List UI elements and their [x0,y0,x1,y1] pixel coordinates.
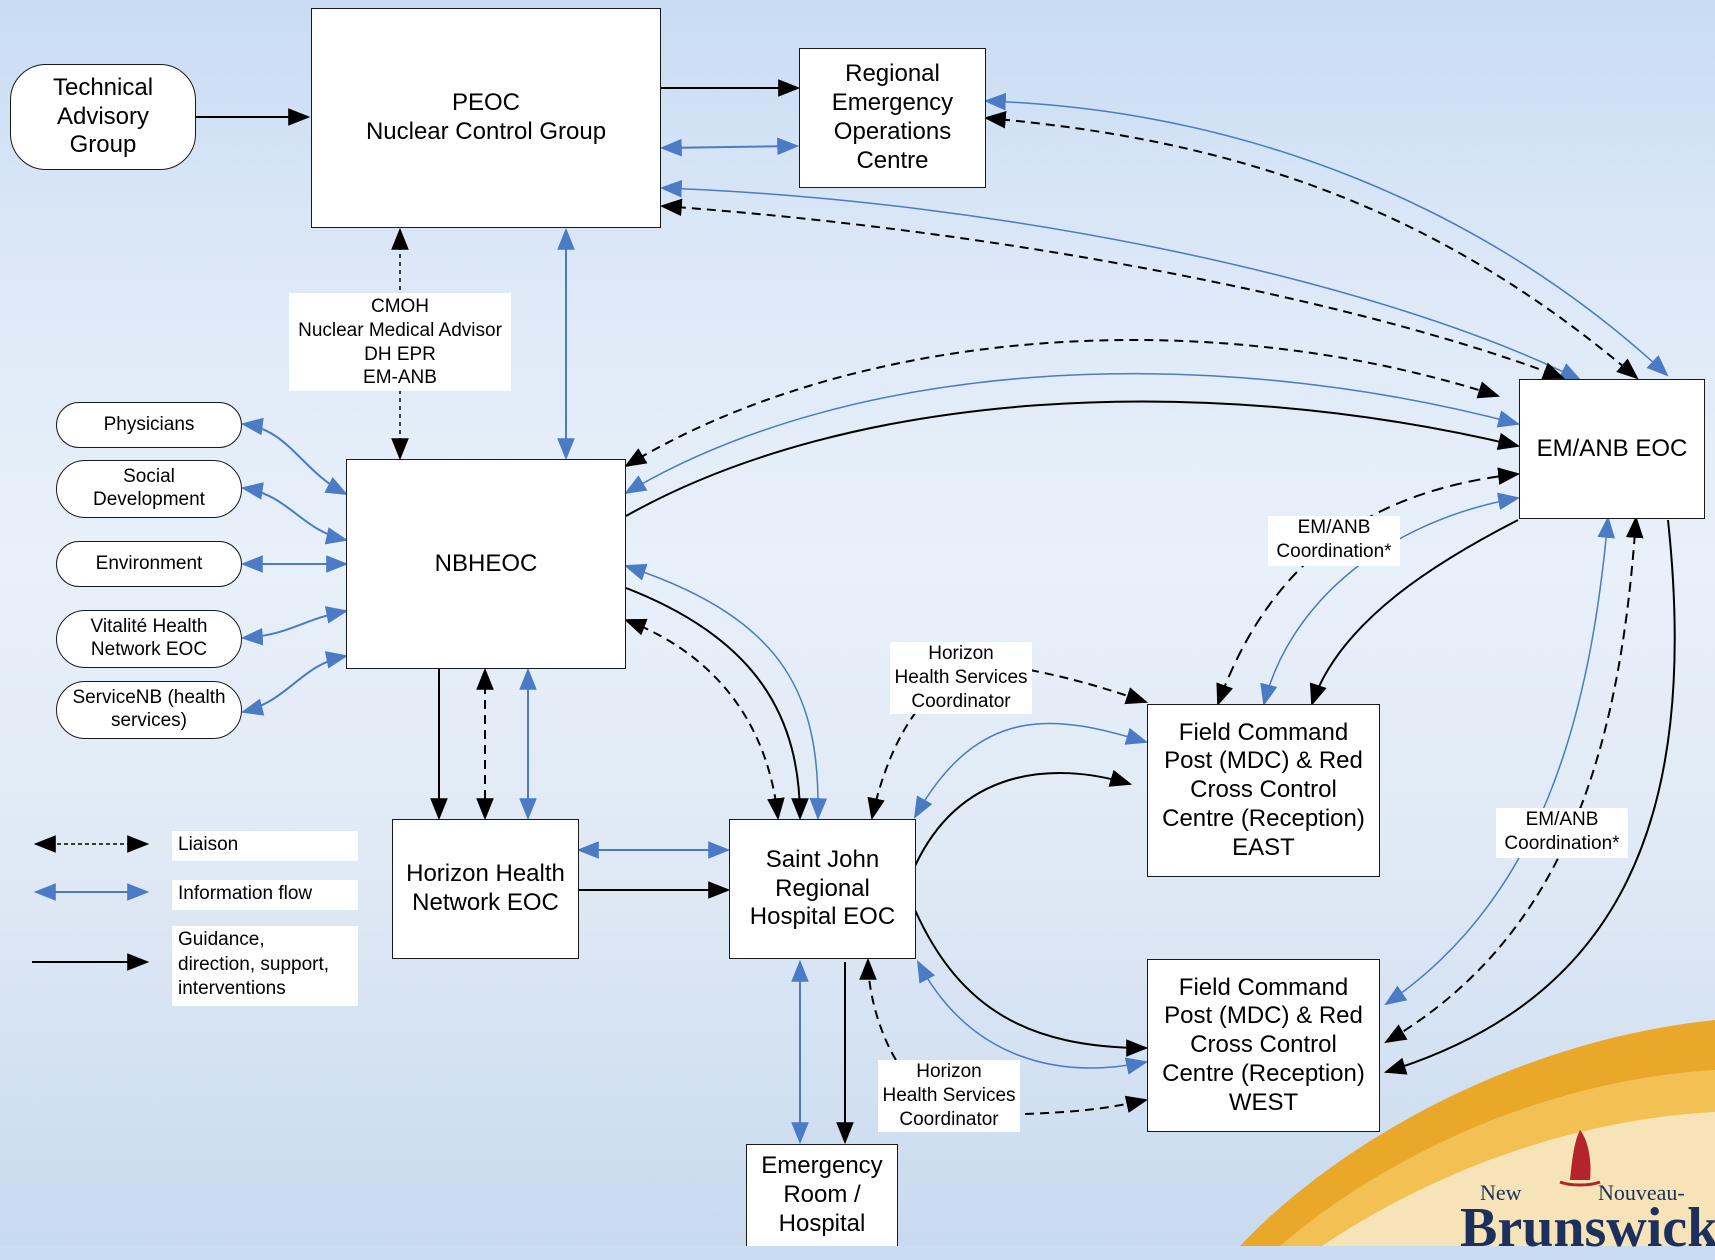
label-cmoh: CMOH Nuclear Medical Advisor DH EPR EM-A… [289,293,511,391]
emanb-eoc: EM/ANB EOC [1519,379,1705,519]
arrow-sjrh-east-guidance [914,769,1133,867]
arrow-coord2-sjrh [859,957,897,1061]
logo-word-nouveau: Nouveau- [1598,1180,1685,1205]
servicenb-health-services: ServiceNB (health services) [56,681,242,739]
arrow-nbheoc-sjrh-liaison [623,618,785,821]
arrow-nbheoc-sjrh-guidance [625,587,809,821]
field-command-post-west: Field Command Post (MDC) & Red Cross Con… [1147,959,1380,1132]
arrow-emanb-west-guidance [1383,519,1676,1075]
field-command-post-east: Field Command Post (MDC) & Red Cross Con… [1147,704,1380,877]
physicians: Physicians [56,402,242,448]
vitalite-health-network-eoc: Vitalité Health Network EOC [56,610,242,668]
arrow-nbheoc-emanb-guidance [625,400,1521,517]
saint-john-regional-hospital-eoc: Saint John Regional Hospital EOC [729,819,916,959]
nbheoc: NBHEOC [346,459,626,669]
emergency-room-hospital: Emergency Room / Hospital [746,1144,898,1246]
arrow-coord1-east [1029,669,1149,705]
legend-info-flow: Information flow [172,880,358,910]
arrow-vitalite [240,606,349,646]
arrow-coord2-west [1024,1095,1149,1115]
new-brunswick-logo: New Nouveau- Brunswick [1420,1120,1715,1259]
arrow-physicians [240,417,348,496]
arrow-nbheoc-sjrh-info [623,563,828,821]
arrow-sjrh-east-info [913,722,1149,819]
arrow-socialdev [240,482,349,545]
label-horizon-coordinator-west: Horizon Health Services Coordinator [878,1060,1020,1132]
horizon-health-network-eoc: Horizon Health Network EOC [392,819,579,959]
arrow-peoc-reoc-info [659,137,800,157]
arrow-sjrh-west-guidance [914,909,1149,1057]
arrow-peoc-emanb-liaison [659,198,1566,380]
social-development: Social Development [56,460,242,518]
arrow-coord1-sjrh [867,711,917,821]
technical-advisory-group: Technical Advisory Group [10,64,196,170]
logo-word-brunswick: Brunswick [1460,1197,1715,1259]
legend-guidance: Guidance, direction, support, interventi… [172,926,358,1006]
label-emanb-coordination-west: EM/ANB Coordination* [1496,808,1628,858]
arrow-reoc-emanb-info [983,92,1669,377]
ship-icon [1559,1130,1601,1187]
logo-word-new: New [1480,1180,1522,1205]
regional-emergency-operations-centre: Regional Emergency Operations Centre [799,48,986,188]
arrow-nbheoc-emanb-info [624,372,1521,495]
arrow-emanb-west-info [1384,515,1616,1006]
peoc-nuclear-control-group: PEOC Nuclear Control Group [311,8,661,228]
arrow-servicenb [240,651,349,716]
logo-swoosh [1240,1020,1715,1246]
arrow-emanb-east-info [1260,492,1521,707]
arrow-reoc-emanb-liaison [983,110,1639,380]
label-emanb-coordination-east: EM/ANB Coordination* [1268,516,1400,566]
arrow-sjrh-west-info [916,960,1149,1075]
environment: Environment [56,541,242,587]
legend-liaison: Liaison [172,831,358,861]
label-horizon-coordinator-east: Horizon Health Services Coordinator [890,642,1032,714]
